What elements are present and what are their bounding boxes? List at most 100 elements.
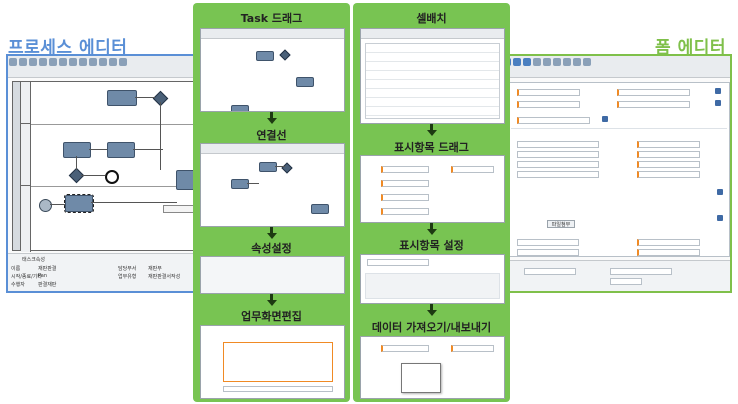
step-screen-edit-screenshot	[200, 325, 345, 399]
form-field[interactable]	[517, 239, 579, 246]
step-cell-layout-screenshot	[360, 28, 505, 124]
form-prop-field[interactable]	[610, 268, 672, 275]
redo-icon[interactable]	[49, 58, 57, 66]
step-arrow	[270, 112, 273, 118]
bpmn-pool	[12, 81, 202, 252]
lookup-icon[interactable]	[717, 215, 723, 221]
bpmn-task-selected[interactable]	[64, 194, 94, 213]
mini-toolbar	[201, 29, 344, 39]
connector[interactable]	[81, 175, 105, 176]
prop-dept-value[interactable]: 재판부	[148, 266, 162, 272]
bpmn-task	[311, 204, 329, 214]
merge-icon[interactable]	[553, 58, 561, 66]
bpmn-task[interactable]	[107, 142, 135, 158]
form-field[interactable]	[517, 161, 599, 168]
connector[interactable]	[50, 204, 65, 205]
save-icon[interactable]	[29, 58, 37, 66]
zoom-in-icon[interactable]	[99, 58, 107, 66]
step-arrow	[430, 304, 433, 310]
step-arrow	[430, 223, 433, 229]
form-field[interactable]	[517, 117, 590, 124]
prop-type-value[interactable]: Pan	[38, 273, 48, 279]
save-icon[interactable]	[523, 58, 531, 66]
process-steps-column: Task 드래그 연결선 속성설정 업무화면편집	[193, 3, 350, 402]
lane-divider	[31, 186, 201, 187]
prop-performer-value[interactable]: 판결재판	[38, 282, 57, 288]
preview-icon[interactable]	[583, 58, 591, 66]
mini-footer-field	[223, 386, 333, 392]
bpmn-task	[259, 162, 277, 172]
mini-editor-box	[223, 342, 333, 382]
prop-worktype-value[interactable]: 재판판결서작성	[148, 274, 181, 280]
table-icon[interactable]	[533, 58, 541, 66]
form-field[interactable]	[517, 141, 599, 148]
lane-2	[21, 124, 31, 186]
attach-file-button[interactable]: 파일첨부	[547, 220, 575, 228]
form-field[interactable]	[637, 239, 700, 246]
bpmn-task	[296, 77, 314, 87]
lookup-icon[interactable]	[715, 88, 721, 94]
annotation-box	[163, 205, 197, 213]
form-field[interactable]	[517, 151, 599, 158]
new-icon[interactable]	[9, 58, 17, 66]
step-data-import-export-screenshot	[360, 336, 505, 399]
connector[interactable]	[89, 149, 107, 150]
connector[interactable]	[76, 156, 77, 170]
lane-1	[21, 82, 31, 124]
open-icon[interactable]	[513, 58, 521, 66]
step-arrow	[270, 294, 273, 300]
bpmn-end-event[interactable]	[105, 170, 119, 184]
form-prop-field[interactable]	[610, 278, 642, 285]
form-field[interactable]	[517, 89, 580, 96]
bpmn-task[interactable]	[107, 90, 137, 106]
form-prop-field[interactable]	[524, 268, 576, 275]
step-arrow-head	[427, 130, 437, 136]
undo-icon[interactable]	[39, 58, 47, 66]
cell-icon[interactable]	[543, 58, 551, 66]
bpmn-start-event[interactable]	[39, 199, 52, 212]
button-icon[interactable]	[573, 58, 581, 66]
form-field[interactable]	[517, 249, 579, 256]
delete-icon[interactable]	[89, 58, 97, 66]
form-field[interactable]	[637, 171, 700, 178]
form-field[interactable]	[637, 151, 700, 158]
paste-icon[interactable]	[79, 58, 87, 66]
step-task-drag: Task 드래그	[240, 12, 303, 25]
form-field[interactable]	[517, 171, 599, 178]
mini-toolbar	[201, 144, 344, 154]
step-properties-screenshot	[200, 256, 345, 294]
connector[interactable]	[133, 149, 163, 150]
prop-type-key: 시작/종료/기타	[11, 274, 42, 280]
lookup-icon[interactable]	[602, 116, 608, 122]
step-task-drag-screenshot	[200, 28, 345, 112]
open-icon[interactable]	[19, 58, 27, 66]
zoom-out-icon[interactable]	[109, 58, 117, 66]
step-field-drag: 표시항목 드래그	[394, 141, 469, 154]
form-field[interactable]	[517, 101, 580, 108]
process-editor-toolbar	[8, 56, 232, 78]
step-field-settings-screenshot	[360, 254, 505, 304]
cut-icon[interactable]	[59, 58, 67, 66]
text-icon[interactable]	[563, 58, 571, 66]
form-field[interactable]	[617, 89, 690, 96]
step-field-drag-screenshot	[360, 155, 505, 223]
bpmn-task[interactable]	[63, 142, 91, 158]
prop-dept-key: 담당부서	[118, 266, 137, 272]
connector[interactable]	[135, 97, 155, 98]
connector	[275, 166, 285, 167]
connector[interactable]	[160, 102, 161, 170]
form-field[interactable]	[637, 141, 700, 148]
connector[interactable]	[91, 202, 177, 203]
form-field[interactable]	[637, 249, 700, 256]
copy-icon[interactable]	[69, 58, 77, 66]
form-editor-heading: 폼 에디터	[655, 38, 726, 58]
align-icon[interactable]	[119, 58, 127, 66]
form-field[interactable]	[617, 101, 690, 108]
step-arrow-head	[267, 233, 277, 239]
form-field[interactable]	[637, 161, 700, 168]
lookup-icon[interactable]	[715, 100, 721, 106]
lookup-icon[interactable]	[717, 189, 723, 195]
prop-name-value[interactable]: 재판판결	[38, 266, 57, 272]
form-field	[381, 180, 429, 187]
connector	[247, 183, 259, 184]
